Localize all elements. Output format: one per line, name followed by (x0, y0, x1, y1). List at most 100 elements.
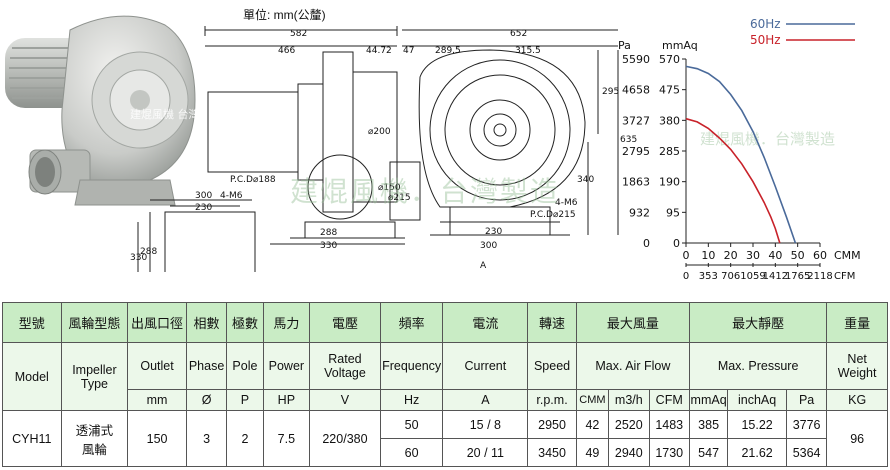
cell-impeller: 透浦式 風輪 (60, 410, 129, 467)
unit-outlet: mm (127, 388, 187, 412)
unit-power: HP (262, 388, 311, 412)
y-tick-label-mmaq: 95 (666, 206, 680, 219)
dim-left-330: 330 (130, 253, 147, 263)
cell-cmm: 42 (575, 410, 610, 440)
unit-current: A (442, 388, 529, 412)
dim-295: 295 (602, 87, 619, 97)
table-row: 60 20 / 11 3450 49 2940 1730 547 21.62 5… (3, 438, 888, 467)
dim-44-72: 44.72 (366, 46, 392, 56)
label-a-front: A (480, 261, 487, 271)
cell-m3h: 2940 (608, 438, 650, 467)
cell-m3h: 2520 (608, 410, 650, 440)
y-tick-label-pa: 4658 (622, 84, 650, 97)
cell-weight: 96 (826, 410, 888, 467)
dim-left-300: 300 (195, 191, 212, 201)
unit-caption: 單位: mm(公釐) (243, 8, 326, 22)
unit-inchaq: inchAq (727, 388, 787, 412)
unit-weight: KG (826, 388, 888, 412)
cell-mmaq: 547 (688, 438, 729, 467)
cell-pa: 5364 (785, 438, 828, 467)
y-tick-label-mmaq: 380 (659, 114, 680, 127)
th-weight-en: Net Weight (826, 342, 888, 390)
watermark-main: 建焜風機．台灣製造 (290, 175, 561, 208)
x-tick-label-cmm: 50 (791, 249, 805, 262)
th-voltage-zh: 電壓 (309, 301, 381, 344)
blower-product-photo: 建焜風機 台灣製造 (5, 15, 200, 206)
y-tick-label-mmaq: 285 (659, 145, 680, 158)
x-tick-label-cfm: 1059 (740, 271, 765, 282)
th-frequency-en: Frequency (379, 342, 444, 390)
y-axis-label-pa: Pa (618, 39, 631, 52)
x-tick-label-cfm: 706 (721, 271, 740, 282)
x-tick-label-cfm: 2118 (807, 271, 832, 282)
th-pressure-zh: 最大靜壓 (688, 301, 828, 344)
y-axis-label-mmaq: mmAq (662, 39, 698, 52)
th-pole-en: Pole (226, 342, 264, 390)
cell-current: 15 / 8 (442, 410, 529, 440)
dim-582: 582 (290, 29, 307, 39)
th-phase-zh: 相數 (185, 301, 228, 344)
th-airflow-en: Max. Air Flow (575, 342, 690, 390)
x-tick-label-cfm: 1412 (763, 271, 788, 282)
th-pole-zh: 極數 (226, 301, 264, 344)
cell-freq: 50 (379, 410, 444, 440)
th-model-en: Model (2, 342, 62, 412)
dim-left-230: 230 (195, 203, 212, 213)
unit-pa: Pa (785, 388, 828, 412)
th-weight-zh: 重量 (826, 301, 888, 344)
curve-60hz (685, 65, 797, 244)
th-airflow-zh: 最大風量 (575, 301, 690, 344)
dim-330: 330 (320, 241, 337, 251)
curve-50hz (685, 117, 781, 244)
th-impeller-en: Impeller Type (60, 342, 129, 412)
cell-pole: 2 (226, 410, 264, 467)
th-outlet-zh: 出風口徑 (127, 301, 187, 344)
th-current-en: Current (442, 342, 529, 390)
th-pressure-en: Max. Pressure (688, 342, 828, 390)
cell-voltage: 220/380 (309, 410, 381, 467)
y-tick-label-mmaq: 475 (659, 84, 680, 97)
unit-mmaq: mmAq (688, 388, 729, 412)
x-tick-label-cfm: 0 (683, 271, 689, 282)
legend-label-60hz: 60Hz (750, 17, 781, 31)
dim-289-5: 289.5 (435, 46, 461, 56)
cell-mmaq: 385 (688, 410, 729, 440)
dim-635: 635 (620, 135, 637, 145)
dim-466: 466 (278, 46, 295, 56)
x-tick-label-cmm: 0 (683, 249, 690, 262)
photo-logo-text: 建焜風機 台灣製造 (130, 107, 200, 121)
th-voltage-en: Rated Voltage (309, 342, 381, 390)
x-tick-label-cmm: 60 (813, 249, 827, 262)
y-tick-label-pa: 2795 (622, 145, 650, 158)
unit-pole: P (226, 388, 264, 412)
x-tick-label-cfm: 353 (699, 271, 718, 282)
dim-288: 288 (320, 228, 337, 238)
label-pcd215: P.C.D⌀215 (530, 210, 576, 220)
th-phase-en: Phase (185, 342, 228, 390)
unit-cmm: CMM (575, 388, 610, 412)
th-frequency-zh: 頻率 (379, 301, 444, 344)
y-tick-label-mmaq: 0 (673, 237, 680, 250)
y-tick-label-pa: 0 (643, 237, 650, 250)
label-dia215: ⌀215 (388, 193, 411, 203)
dimension-drawing: 582 466 44.72 47 652 289.5 315.5 295 635… (130, 26, 637, 272)
x-tick-label-cfm: 1765 (785, 271, 810, 282)
cell-power: 7.5 (262, 410, 311, 467)
spec-table: 型號 風輪型態 出風口徑 相數 極數 馬力 電壓 頻率 電流 轉速 最大風量 最… (2, 301, 888, 467)
th-impeller-zh: 風輪型態 (60, 301, 129, 344)
label-4m6-left: 4-M6 (220, 191, 243, 201)
dim-340: 340 (577, 175, 594, 185)
th-speed-zh: 轉速 (527, 301, 577, 344)
cell-speed: 3450 (527, 438, 577, 467)
th-outlet-en: Outlet (127, 342, 187, 390)
unit-phase: Ø (185, 388, 228, 412)
cell-cfm: 1483 (648, 410, 690, 440)
dim-230: 230 (485, 227, 502, 237)
unit-voltage: V (309, 388, 381, 412)
x-tick-label-cmm: 30 (746, 249, 760, 262)
cell-cfm: 1730 (648, 438, 690, 467)
cell-speed: 2950 (527, 410, 577, 440)
table-row: CYH11 透浦式 風輪 150 3 2 7.5 220/380 50 15 /… (2, 410, 888, 467)
y-tick-label-pa: 5590 (622, 53, 650, 66)
